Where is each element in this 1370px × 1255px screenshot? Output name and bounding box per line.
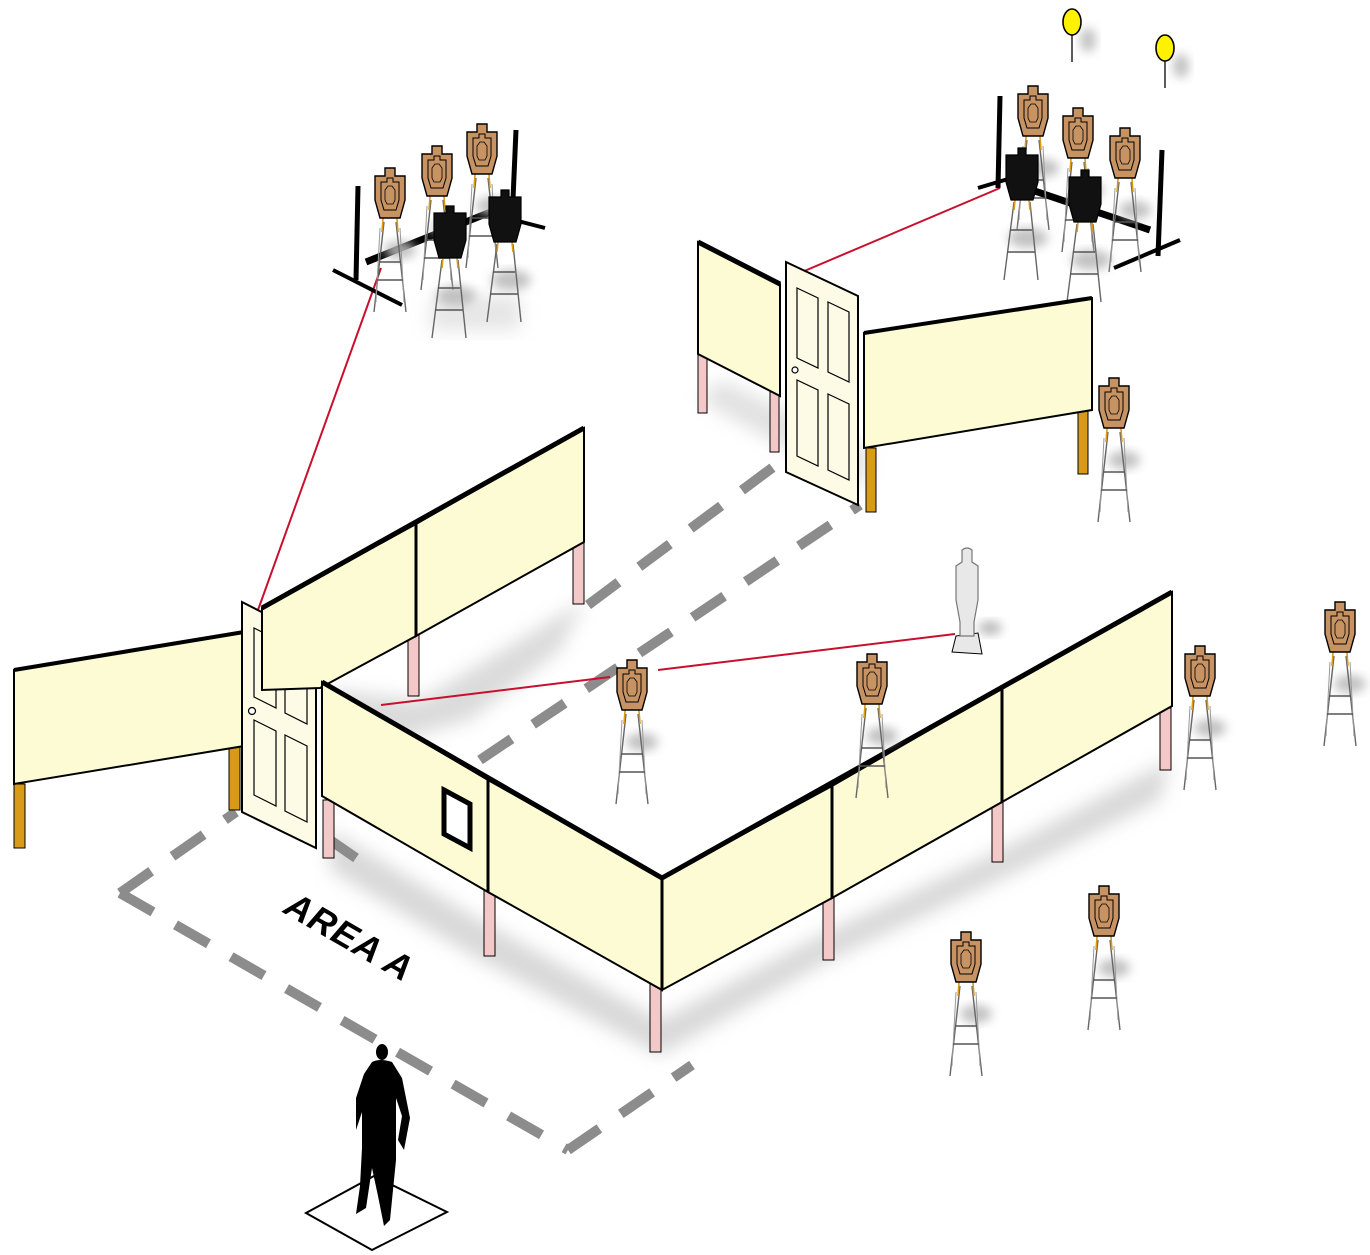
- steel-popper-icon: [1063, 9, 1189, 88]
- target-array-upper-right: [977, 86, 1181, 302]
- start-position: [303, 1174, 450, 1252]
- target-array-upper-left: [332, 124, 546, 338]
- sightlines: [257, 187, 1001, 706]
- area-boundary: [117, 457, 863, 1155]
- upper-room: [696, 239, 1093, 513]
- back-wall: [260, 425, 586, 697]
- no-shoot-target-icon: [951, 547, 1002, 655]
- shooter-figure-icon: [356, 1044, 410, 1226]
- left-wall-panel: [13, 630, 245, 849]
- front-wall: [320, 589, 1174, 1053]
- door-icon: [785, 260, 859, 507]
- window-port-icon: [441, 785, 473, 853]
